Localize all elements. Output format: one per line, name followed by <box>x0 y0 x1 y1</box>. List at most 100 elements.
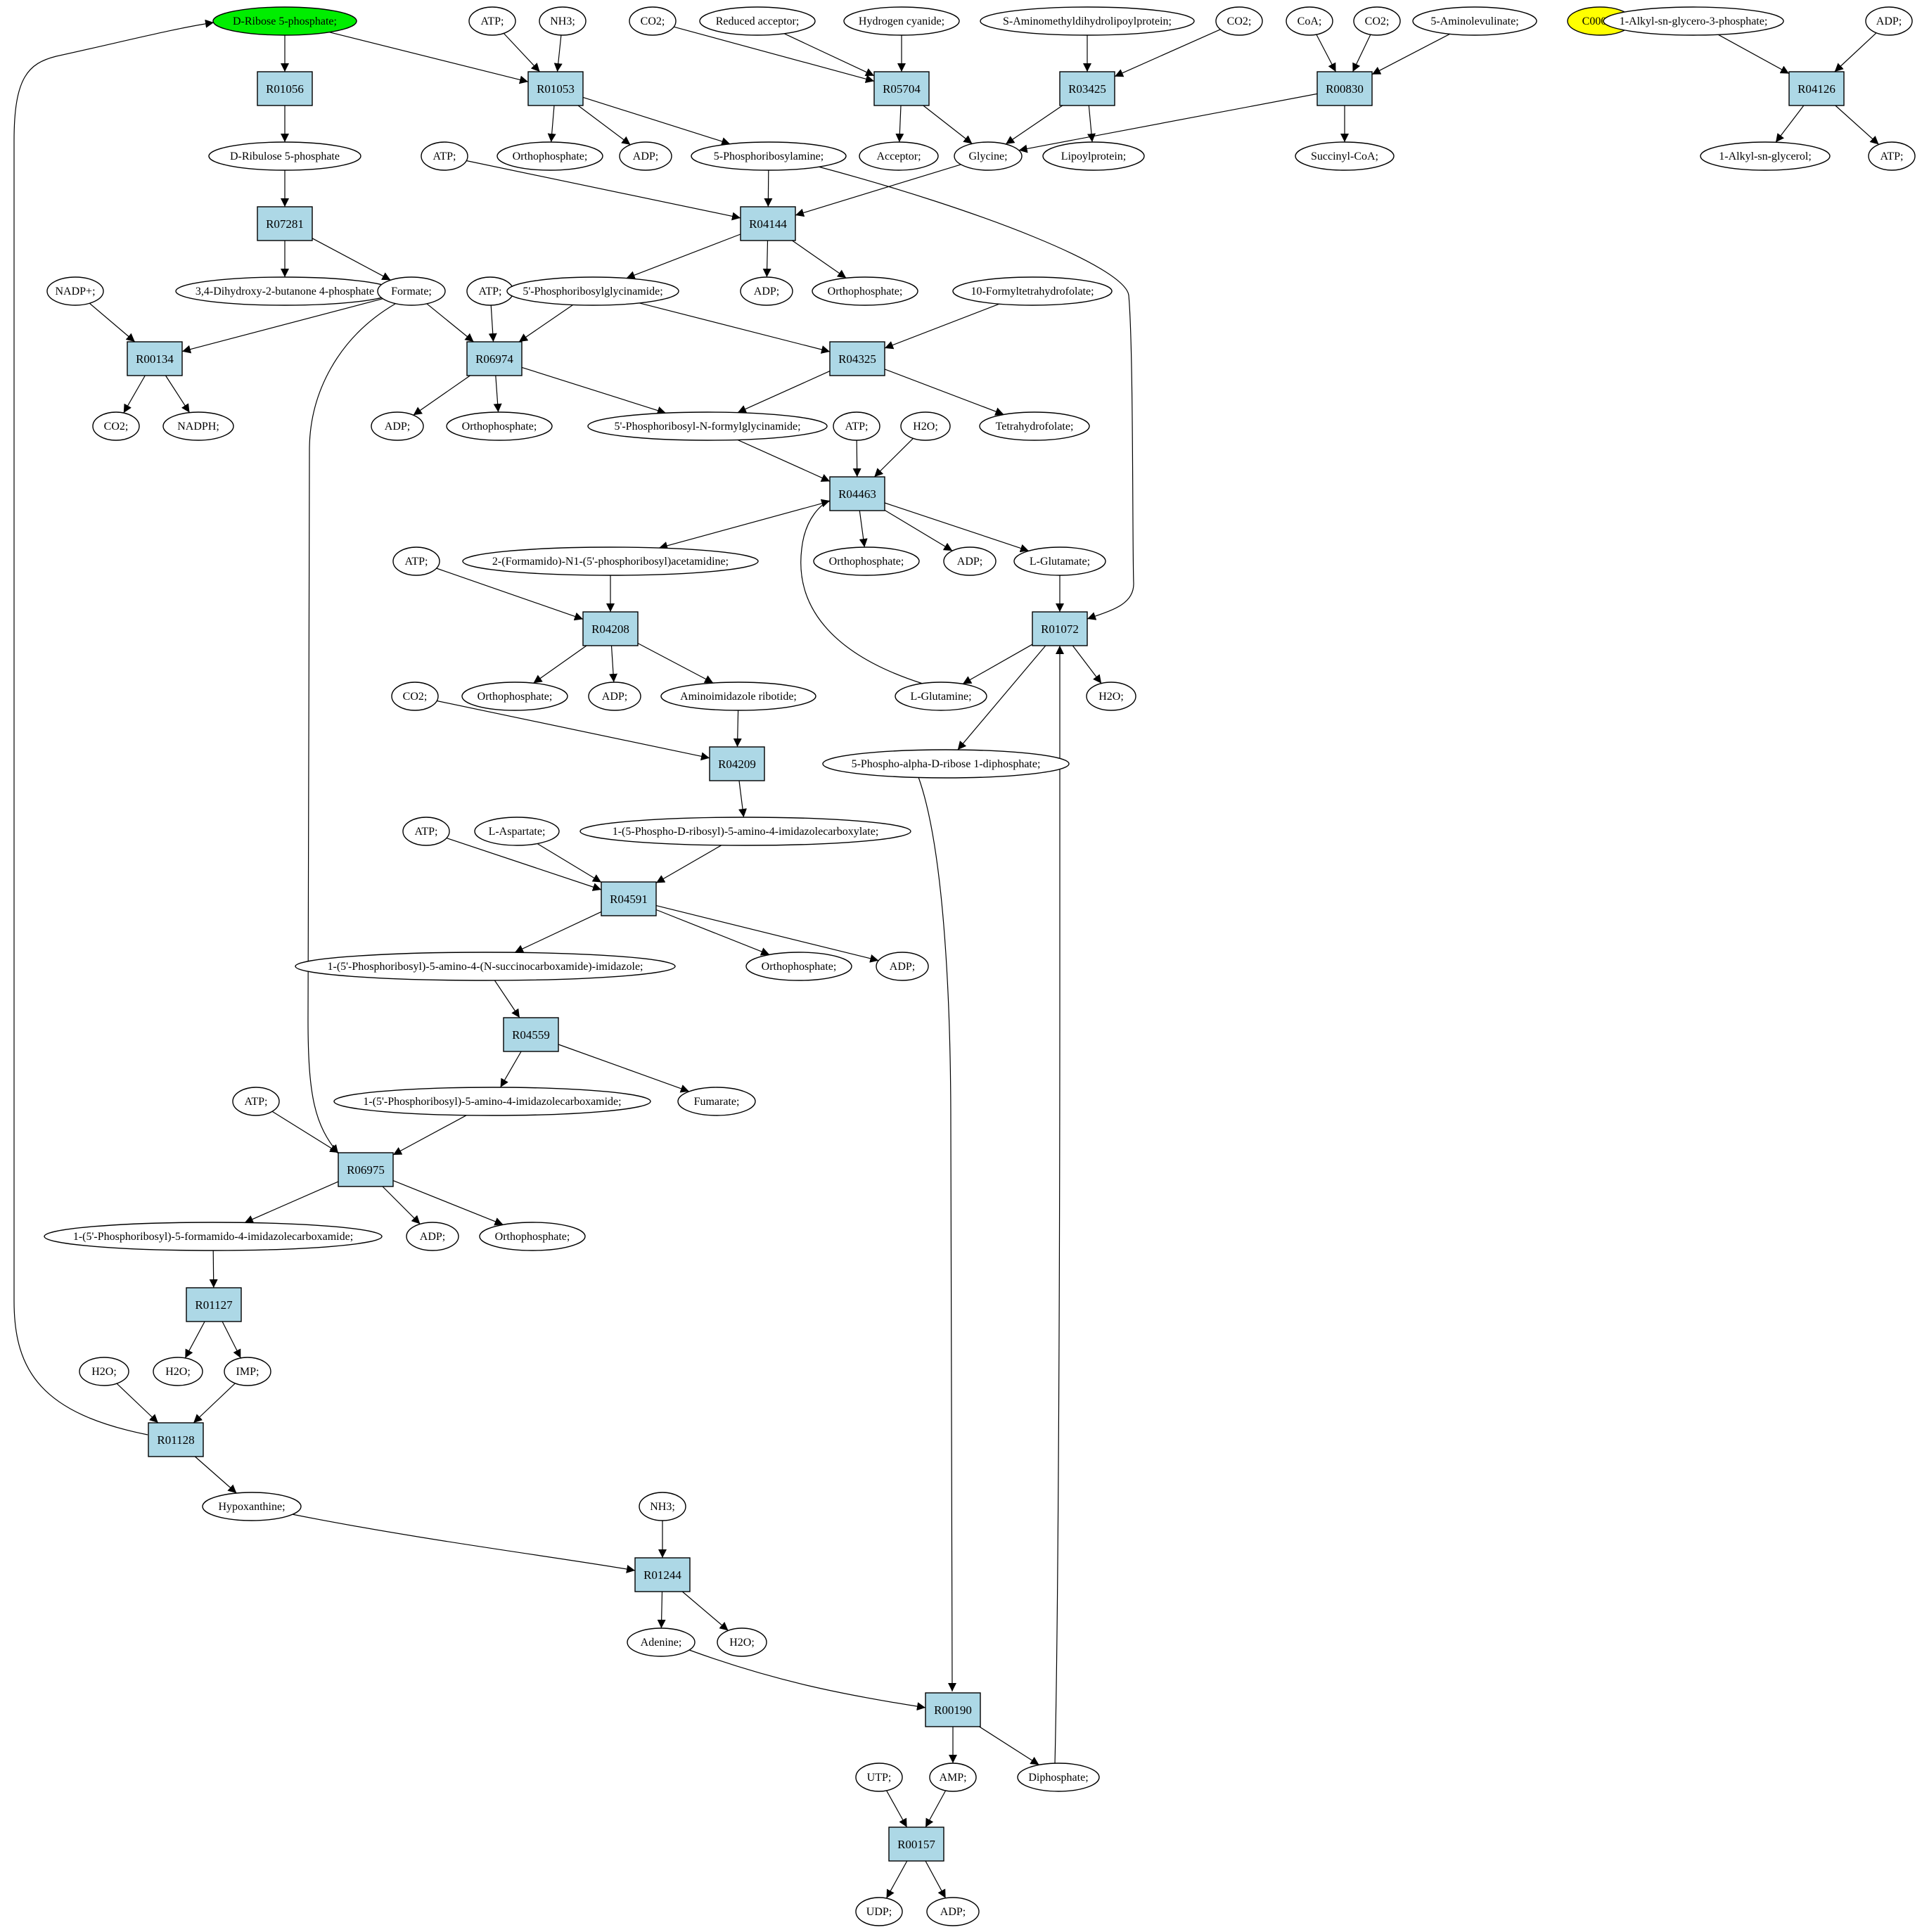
compound-node-c-h2o-1[interactable]: H2O; <box>900 411 951 441</box>
compound-node-c-adp-4[interactable]: ADP; <box>371 411 424 441</box>
compound-node-c-alkylg[interactable]: 1-Alkyl-sn-glycerol; <box>1700 141 1831 171</box>
compound-node-c-samdl[interactable]: S-Aminomethyldihydrolipoylprotein; <box>980 6 1195 36</box>
reaction-node-r04208[interactable]: R04208 <box>582 611 639 646</box>
compound-node-c-prpp[interactable]: 5-Phospho-alpha-D-ribose 1-diphosphate; <box>822 749 1070 779</box>
reaction-node-r04126[interactable]: R04126 <box>1788 71 1845 106</box>
compound-node-c-pi-1[interactable]: Orthophosphate; <box>496 141 603 171</box>
reaction-node-r00134[interactable]: R00134 <box>127 341 183 376</box>
compound-node-c-faicar[interactable]: 1-(5'-Phosphoribosyl)-5-formamido-4-imid… <box>44 1222 383 1251</box>
reaction-node-r01127[interactable]: R01127 <box>186 1287 242 1322</box>
compound-node-c-adp-8[interactable]: ADP; <box>406 1222 459 1251</box>
compound-node-c-drib5p-top[interactable]: D-Ribose 5-phosphate; <box>212 6 357 36</box>
reaction-node-r06974[interactable]: R06974 <box>466 341 523 376</box>
compound-node-c-atp-3[interactable]: ATP; <box>421 141 468 171</box>
reaction-node-r04209[interactable]: R04209 <box>709 746 765 781</box>
compound-node-c-air[interactable]: Aminoimidazole ribotide; <box>660 682 816 711</box>
compound-node-c-prpa[interactable]: 5-Phosphoribosylamine; <box>691 141 847 171</box>
reaction-node-r00157[interactable]: R00157 <box>888 1827 944 1862</box>
compound-node-c-nadp[interactable]: NADP+; <box>46 276 104 306</box>
compound-node-c-gar[interactable]: 5'-Phosphoribosylglycinamide; <box>506 276 679 306</box>
compound-node-c-h2o-2[interactable]: H2O; <box>1086 682 1136 711</box>
compound-node-c-asp[interactable]: L-Aspartate; <box>474 817 560 846</box>
reaction-node-r06975[interactable]: R06975 <box>338 1152 394 1187</box>
compound-node-c-imp[interactable]: IMP; <box>224 1357 271 1386</box>
reaction-node-r04463[interactable]: R04463 <box>829 476 885 511</box>
compound-node-c-pi-6[interactable]: Orthophosphate; <box>745 952 852 981</box>
compound-node-c-dhbp[interactable]: 3,4-Dihydroxy-2-butanone 4-phosphate <box>175 276 395 306</box>
reaction-node-r04144[interactable]: R04144 <box>740 206 796 241</box>
compound-node-c-adp-5[interactable]: ADP; <box>943 546 997 576</box>
compound-node-c-utp[interactable]: UTP; <box>855 1763 903 1792</box>
compound-node-c-co2-2[interactable]: CO2; <box>1215 6 1263 36</box>
compound-node-c-redacc[interactable]: Reduced acceptor; <box>699 6 816 36</box>
compound-node-c-pi-3[interactable]: Orthophosphate; <box>446 411 553 441</box>
compound-node-c-gln[interactable]: L-Glutamine; <box>895 682 987 711</box>
compound-node-c-adp-6[interactable]: ADP; <box>588 682 641 711</box>
compound-node-c-nadph[interactable]: NADPH; <box>162 411 234 441</box>
compound-node-c-udp[interactable]: UDP; <box>855 1897 903 1926</box>
compound-node-c-h2o-4[interactable]: H2O; <box>153 1357 203 1386</box>
compound-node-c-ala[interactable]: 5-Aminolevulinate; <box>1412 6 1537 36</box>
compound-node-c-formate[interactable]: Formate; <box>377 276 446 306</box>
compound-node-c-adp-9[interactable]: ADP; <box>926 1897 980 1926</box>
compound-node-c-pi-5[interactable]: Orthophosphate; <box>461 682 568 711</box>
compound-node-c-thf10[interactable]: 10-Formyltetrahydrofolate; <box>952 276 1113 306</box>
compound-node-c-atp-5[interactable]: ATP; <box>833 411 880 441</box>
reaction-node-r07281[interactable]: R07281 <box>257 206 313 241</box>
compound-node-c-fumarate[interactable]: Fumarate; <box>677 1087 756 1116</box>
compound-node-c-hcn[interactable]: Hydrogen cyanide; <box>843 6 960 36</box>
compound-node-c-co2-4[interactable]: CO2; <box>92 411 140 441</box>
compound-node-c-succoa[interactable]: Succinyl-CoA; <box>1295 141 1395 171</box>
compound-node-c-adp-2[interactable]: ADP; <box>619 141 672 171</box>
compound-node-c-co2-3[interactable]: CO2; <box>1353 6 1401 36</box>
compound-node-c-co2-5[interactable]: CO2; <box>391 682 439 711</box>
reaction-node-r00830[interactable]: R00830 <box>1316 71 1373 106</box>
compound-node-c-acceptor[interactable]: Acceptor; <box>859 141 939 171</box>
compound-node-c-atp-4[interactable]: ATP; <box>466 276 514 306</box>
reaction-node-r01128[interactable]: R01128 <box>148 1422 204 1457</box>
compound-node-c-aicar[interactable]: 1-(5'-Phosphoribosyl)-5-amino-4-imidazol… <box>333 1087 651 1116</box>
compound-node-c-thf[interactable]: Tetrahydrofolate; <box>979 411 1090 441</box>
reaction-node-r01056[interactable]: R01056 <box>257 71 313 106</box>
reaction-node-r05704[interactable]: R05704 <box>873 71 930 106</box>
compound-node-c-pi-4[interactable]: Orthophosphate; <box>813 546 920 576</box>
compound-node-c-saicar[interactable]: 1-(5'-Phosphoribosyl)-5-amino-4-(N-succi… <box>295 952 676 981</box>
compound-node-c-fgar[interactable]: 5'-Phosphoribosyl-N-formylglycinamide; <box>587 411 828 441</box>
compound-node-c-amp[interactable]: AMP; <box>929 1763 977 1792</box>
compound-node-c-hypox[interactable]: Hypoxanthine; <box>202 1492 302 1521</box>
compound-node-c-h2o-5[interactable]: H2O; <box>717 1627 767 1657</box>
reaction-node-r01053[interactable]: R01053 <box>527 71 584 106</box>
compound-node-c-glu[interactable]: L-Glutamate; <box>1013 546 1106 576</box>
compound-node-c-atp-7[interactable]: ATP; <box>402 817 450 846</box>
reaction-node-r00190[interactable]: R00190 <box>925 1692 981 1727</box>
compound-node-c-fgam[interactable]: 2-(Formamido)-N1-(5'-phosphoribosyl)acet… <box>462 546 759 576</box>
compound-node-c-pi-7[interactable]: Orthophosphate; <box>479 1222 586 1251</box>
reaction-node-r01072[interactable]: R01072 <box>1032 611 1088 646</box>
reaction-node-r04325[interactable]: R04325 <box>829 341 885 376</box>
compound-node-c-nh3-2[interactable]: NH3; <box>639 1492 686 1521</box>
compound-node-c-adp-7[interactable]: ADP; <box>876 952 929 981</box>
compound-node-c-alkylg3p[interactable]: 1-Alkyl-sn-glycero-3-phosphate; <box>1603 6 1784 36</box>
compound-node-c-atp-6[interactable]: ATP; <box>392 546 440 576</box>
reaction-node-r04591[interactable]: R04591 <box>601 881 657 916</box>
compound-node-c-co2-1[interactable]: CO2; <box>629 6 677 36</box>
reaction-node-r04559[interactable]: R04559 <box>503 1017 559 1052</box>
reaction-node-r03425[interactable]: R03425 <box>1059 71 1115 106</box>
compound-node-c-atp-2[interactable]: ATP; <box>1868 141 1916 171</box>
compound-node-c-atp-8[interactable]: ATP; <box>232 1087 280 1116</box>
compound-node-c-adenine[interactable]: Adenine; <box>627 1627 696 1657</box>
compound-node-c-dribulose[interactable]: D-Ribulose 5-phosphate <box>208 141 361 171</box>
compound-node-c-coa[interactable]: CoA; <box>1286 6 1333 36</box>
reaction-node-r01244[interactable]: R01244 <box>634 1557 691 1592</box>
compound-node-c-pi-2[interactable]: Orthophosphate; <box>812 276 918 306</box>
reaction-box <box>466 341 523 376</box>
compound-node-c-atp-1[interactable]: ATP; <box>468 6 516 36</box>
compound-node-c-h2o-3[interactable]: H2O; <box>79 1357 129 1386</box>
compound-node-c-adp-1[interactable]: ADP; <box>1865 6 1913 36</box>
compound-node-c-lipoyl[interactable]: Lipoylprotein; <box>1042 141 1145 171</box>
compound-node-c-glycine[interactable]: Glycine; <box>954 141 1023 171</box>
compound-node-c-ppi[interactable]: Diphosphate; <box>1017 1763 1100 1792</box>
compound-node-c-cair[interactable]: 1-(5-Phospho-D-ribosyl)-5-amino-4-imidaz… <box>579 817 911 846</box>
compound-node-c-adp-3[interactable]: ADP; <box>740 276 793 306</box>
compound-node-c-nh3-1[interactable]: NH3; <box>539 6 587 36</box>
